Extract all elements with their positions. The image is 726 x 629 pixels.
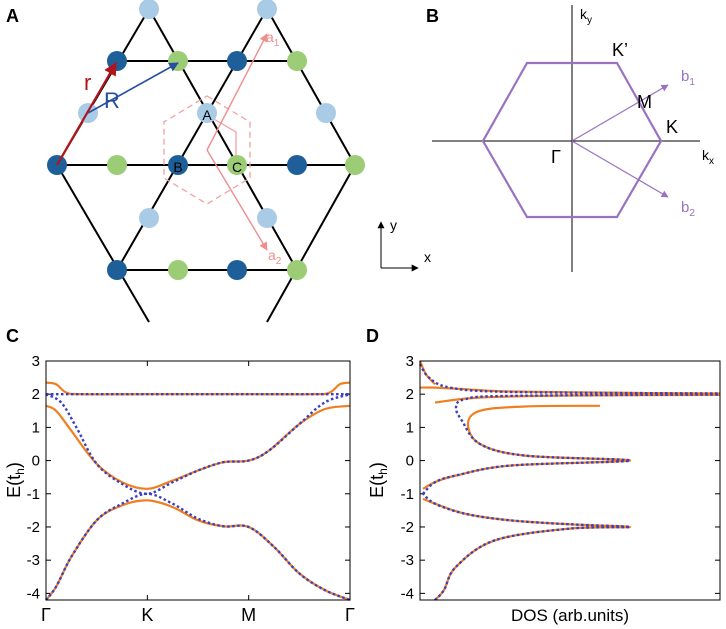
panel-c-ytick-label: -2 [27,519,40,536]
site-c [287,51,307,71]
panel-d-ytick-label: -2 [401,519,414,536]
site-a [316,103,336,123]
site-b [227,260,247,280]
big-r-vector-label: R [104,88,120,113]
panel-c-ytick-label: -1 [27,486,40,503]
panel-d-xlabel: DOS (arb.units) [511,606,629,625]
site-a [257,0,277,19]
panel-c-band-dotted-0 [45,492,351,602]
panel-c-xtick-label: Γ [41,605,51,625]
panel-a-letter: A [6,6,19,26]
y-axis-label: y [390,217,397,233]
site-c [287,260,307,280]
k-point-label: K [666,117,678,137]
site-b [107,260,127,280]
site-c [107,155,127,175]
bond-diag-4 [266,8,356,166]
site-a [139,0,159,19]
panel-d-ytick-label: 0 [406,453,414,470]
site-label-b: B [173,159,182,175]
panel-d-curve-solid-0 [422,497,632,601]
gamma-point-label: Γ [551,147,561,167]
site-c [168,51,188,71]
a2-vector [206,149,268,251]
a1-label: a1 [266,29,280,49]
panel-c-ytick-label: -4 [27,585,40,602]
panel-d-ytick-label: 3 [406,353,414,370]
panel-c-ytick-label: 1 [32,419,40,436]
panel-c-frame [45,360,351,601]
big-r-vector [87,62,179,114]
kx-label: kx [702,147,714,167]
panel-c-xtick-label: K [141,605,153,625]
panel-b: B ky kx K’ M K Γ b1 b2 [426,5,714,272]
panel-c-ytick-label: 2 [32,386,40,403]
b2-label: b2 [681,199,695,219]
brillouin-zone [481,61,663,219]
panel-c-ylabel: E(th) [4,462,27,498]
unit-cell-outline [206,114,237,165]
b2-vector [571,140,669,198]
panel-d-ytick-label: -4 [401,585,414,602]
ky-label: ky [580,6,592,26]
panel-b-letter: B [426,6,439,26]
m-point-label: M [637,92,652,112]
kagome-bonds [56,8,356,323]
panel-c-band-dotted-1 [45,393,351,496]
site-a [257,208,277,228]
site-b [227,51,247,71]
site-b [107,51,127,71]
site-b [168,155,188,175]
bond-diag-6 [266,164,356,323]
panel-c-band-solid-2 [45,381,351,396]
r-vector-label: r [84,70,91,95]
panel-c-letter: C [6,326,19,346]
kp-point-label: K’ [612,40,628,60]
panel-d-curve-dotted-2 [418,363,721,395]
bond-diag-5 [56,164,150,323]
site-c [227,155,247,175]
panel-d-ytick-label: 2 [406,386,414,403]
panel-d-curve-dotted-0 [422,492,632,601]
panel-d-curve-dotted-1 [422,393,721,495]
panel-d-letter: D [366,326,379,346]
b1-label: b1 [681,68,695,88]
sites-c [107,51,365,280]
b1-vector [571,84,669,142]
panel-c-xtick-label: Γ [345,605,355,625]
site-a [197,103,217,123]
panel-d-ylabel: E(th) [367,462,390,498]
a1-vector [206,33,268,151]
band-structure-chart: -4 -3 -2 -1 0 1 2 3Γ K M Γ [27,353,355,625]
bond-diag-3 [116,8,268,271]
site-b [287,155,307,175]
panel-a: A [6,0,431,323]
wigner-seitz-cell [163,95,251,205]
panel-d-frame [419,360,721,601]
r-vector [56,61,117,166]
site-label-a: A [202,107,212,123]
site-c [345,155,365,175]
panel-c-band-solid-0 [45,499,351,602]
x-axis-label: x [424,249,431,265]
site-c [168,260,188,280]
panel-c: C E(th) -4 -3 -2 -1 0 1 2 3Γ K M Γ [4,326,355,625]
panel-d-ytick-label: -1 [401,486,414,503]
panel-d-ytick-label: 1 [406,419,414,436]
site-label-c: C [232,159,242,175]
panel-c-xtick-label: M [241,605,256,625]
panel-d-ytick-label: -3 [401,552,414,569]
panel-c-ytick-label: 0 [32,453,40,470]
a2-label: a2 [268,247,282,267]
site-a [139,208,159,228]
panel-c-ytick-label: 3 [32,353,40,370]
panel-c-ytick-label: -3 [27,552,40,569]
